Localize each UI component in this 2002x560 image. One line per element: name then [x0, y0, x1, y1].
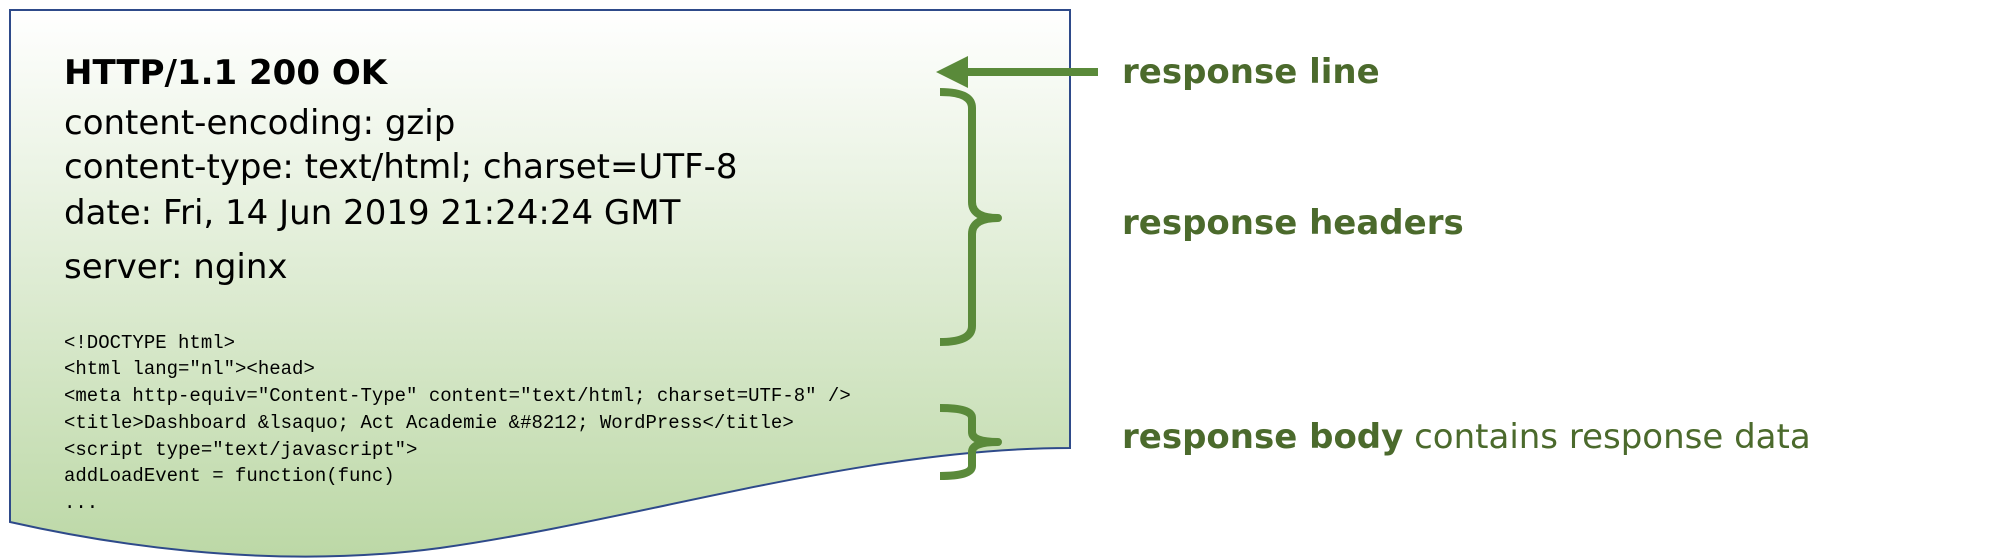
label-response-line: response line — [1122, 55, 1380, 89]
label-response-body-rest: contains response data — [1403, 417, 1811, 457]
body-code-line: ... — [64, 492, 99, 514]
status-line: HTTP/1.1 200 OK — [64, 53, 388, 93]
body-code-line: <script type="text/javascript"> — [64, 439, 418, 461]
body-code-line: addLoadEvent = function(func) — [64, 465, 395, 487]
header-line: content-encoding: gzip — [64, 103, 456, 143]
document-outline — [9, 9, 1071, 558]
label-response-body: response body contains response data — [1122, 420, 1811, 454]
header-line: content-type: text/html; charset=UTF-8 — [64, 147, 738, 187]
body-code-line: <meta http-equiv="Content-Type" content=… — [64, 385, 851, 407]
header-line: date: Fri, 14 Jun 2019 21:24:24 GMT — [64, 193, 681, 233]
body-code-line: <html lang="nl"><head> — [64, 358, 315, 380]
body-code-line: <!DOCTYPE html> — [64, 332, 236, 354]
headers-brace — [939, 88, 1002, 346]
body-code-line: <title>Dashboard &lsaquo; Act Academie &… — [64, 412, 794, 434]
label-response-body-bold: response body — [1122, 417, 1404, 457]
header-line: server: nginx — [64, 247, 288, 287]
label-response-headers-text: response headers — [1122, 203, 1464, 243]
label-response-headers: response headers — [1122, 206, 1464, 240]
body-brace — [939, 404, 1002, 480]
response-line-arrow-head — [936, 56, 968, 88]
label-response-line-text: response line — [1122, 52, 1380, 92]
